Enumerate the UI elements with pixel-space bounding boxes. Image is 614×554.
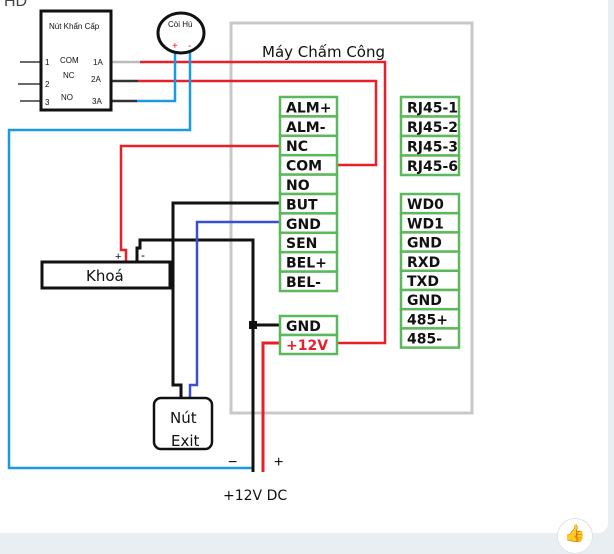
emergency-button: Nút Khẩn Cấp 1 2 3 COM NC NO 1A 2A 3A [39, 9, 113, 112]
comm-terminal-label: WD0 [407, 197, 444, 213]
comm-terminal-label: 485- [407, 332, 442, 348]
svg-text:2: 2 [45, 80, 50, 89]
terminal-blocks: ALM+ ALM- NC COM NO BUT GND SEN BEL+ BEL- GND +12V R… [278, 95, 461, 356]
siren: Còi Hú + - [156, 11, 206, 55]
svg-text:Khoá: Khoá [86, 267, 124, 285]
wire-nc-to-lock [119, 144, 279, 262]
comm-terminal-label: GND [407, 293, 442, 309]
svg-text:-: - [188, 41, 191, 52]
header-partial-text: HD [4, 0, 27, 10]
rj45-terminal-label: RJ45-6 [407, 159, 458, 175]
psu-plus: + [274, 454, 283, 471]
svg-text:1: 1 [45, 58, 50, 67]
psu-minus: − [228, 454, 237, 471]
wiring-diagram: HD Máy Chấm Công Nút Khẩn Cấp 1 2 3 COM … [4, 0, 474, 504]
rj45-terminal-label: RJ45-2 [407, 120, 458, 136]
wires [7, 52, 387, 472]
junction-dot [249, 321, 257, 329]
wire-12v [261, 341, 279, 472]
wire-but [171, 201, 279, 398]
svg-text:Nút: Nút [170, 409, 197, 427]
svg-text:3A: 3A [92, 97, 102, 106]
comm-terminal-label: 485+ [407, 312, 448, 328]
rj45-terminal-label: RJ45-1 [407, 101, 458, 117]
thumbs-up-icon[interactable]: 👍 [557, 518, 593, 554]
wire-3a-to-siren [137, 52, 177, 103]
power-terminal [278, 333, 339, 356]
device-box [229, 21, 474, 415]
svg-text:+: + [172, 41, 178, 52]
io-terminal-label: ALM+ [286, 100, 331, 116]
svg-text:1A: 1A [93, 58, 103, 67]
io-terminal [278, 270, 339, 293]
io-terminal-label: ALM- [286, 120, 326, 136]
device-title: Máy Chấm Công [262, 43, 385, 61]
comm-terminal-label: GND [407, 236, 442, 252]
comm-terminal-label: WD1 [407, 216, 444, 232]
svg-text:+: + [115, 251, 121, 263]
svg-text:Nút Khẩn Cấp: Nút Khẩn Cấp [49, 22, 100, 31]
wire-1a-to-12v [140, 60, 387, 345]
svg-text:NC: NC [63, 71, 75, 80]
io-terminal-label: SEN [286, 236, 317, 252]
comm-terminal [399, 327, 461, 349]
lock: Khoá + - [40, 248, 172, 290]
rj45-terminal [399, 154, 461, 177]
power-terminal-label: GND [286, 319, 321, 335]
psu-label: +12V DC [223, 488, 287, 504]
io-terminal-label: COM [286, 159, 322, 175]
comm-terminal-label: RXD [407, 255, 440, 271]
svg-text:Còi Hú: Còi Hú [168, 20, 192, 29]
wire-siren-to-minus [7, 52, 254, 470]
comm-terminal-label: TXD [407, 274, 439, 290]
wire-exit-gnd [188, 220, 279, 398]
exit-button: Nút Exit [152, 396, 214, 451]
wire-lock-to-minus [135, 238, 255, 472]
power-terminal-label: +12V [286, 338, 328, 354]
io-terminal-label: BEL- [286, 275, 321, 291]
io-terminal-label: BUT [286, 197, 318, 213]
wire-2a-to-com [138, 79, 378, 167]
io-terminal-label: BEL+ [286, 256, 327, 272]
svg-text:3: 3 [45, 98, 50, 107]
rj45-terminal-label: RJ45-3 [407, 140, 458, 156]
svg-text:Exit: Exit [171, 432, 200, 450]
io-terminal-label: NO [286, 178, 310, 194]
io-terminal-label: GND [286, 217, 321, 233]
io-terminal-label: NC [286, 139, 308, 155]
svg-text:2A: 2A [91, 75, 101, 84]
svg-text:NO: NO [61, 93, 73, 102]
svg-text:COM: COM [60, 56, 79, 65]
svg-text:-: - [141, 248, 145, 262]
